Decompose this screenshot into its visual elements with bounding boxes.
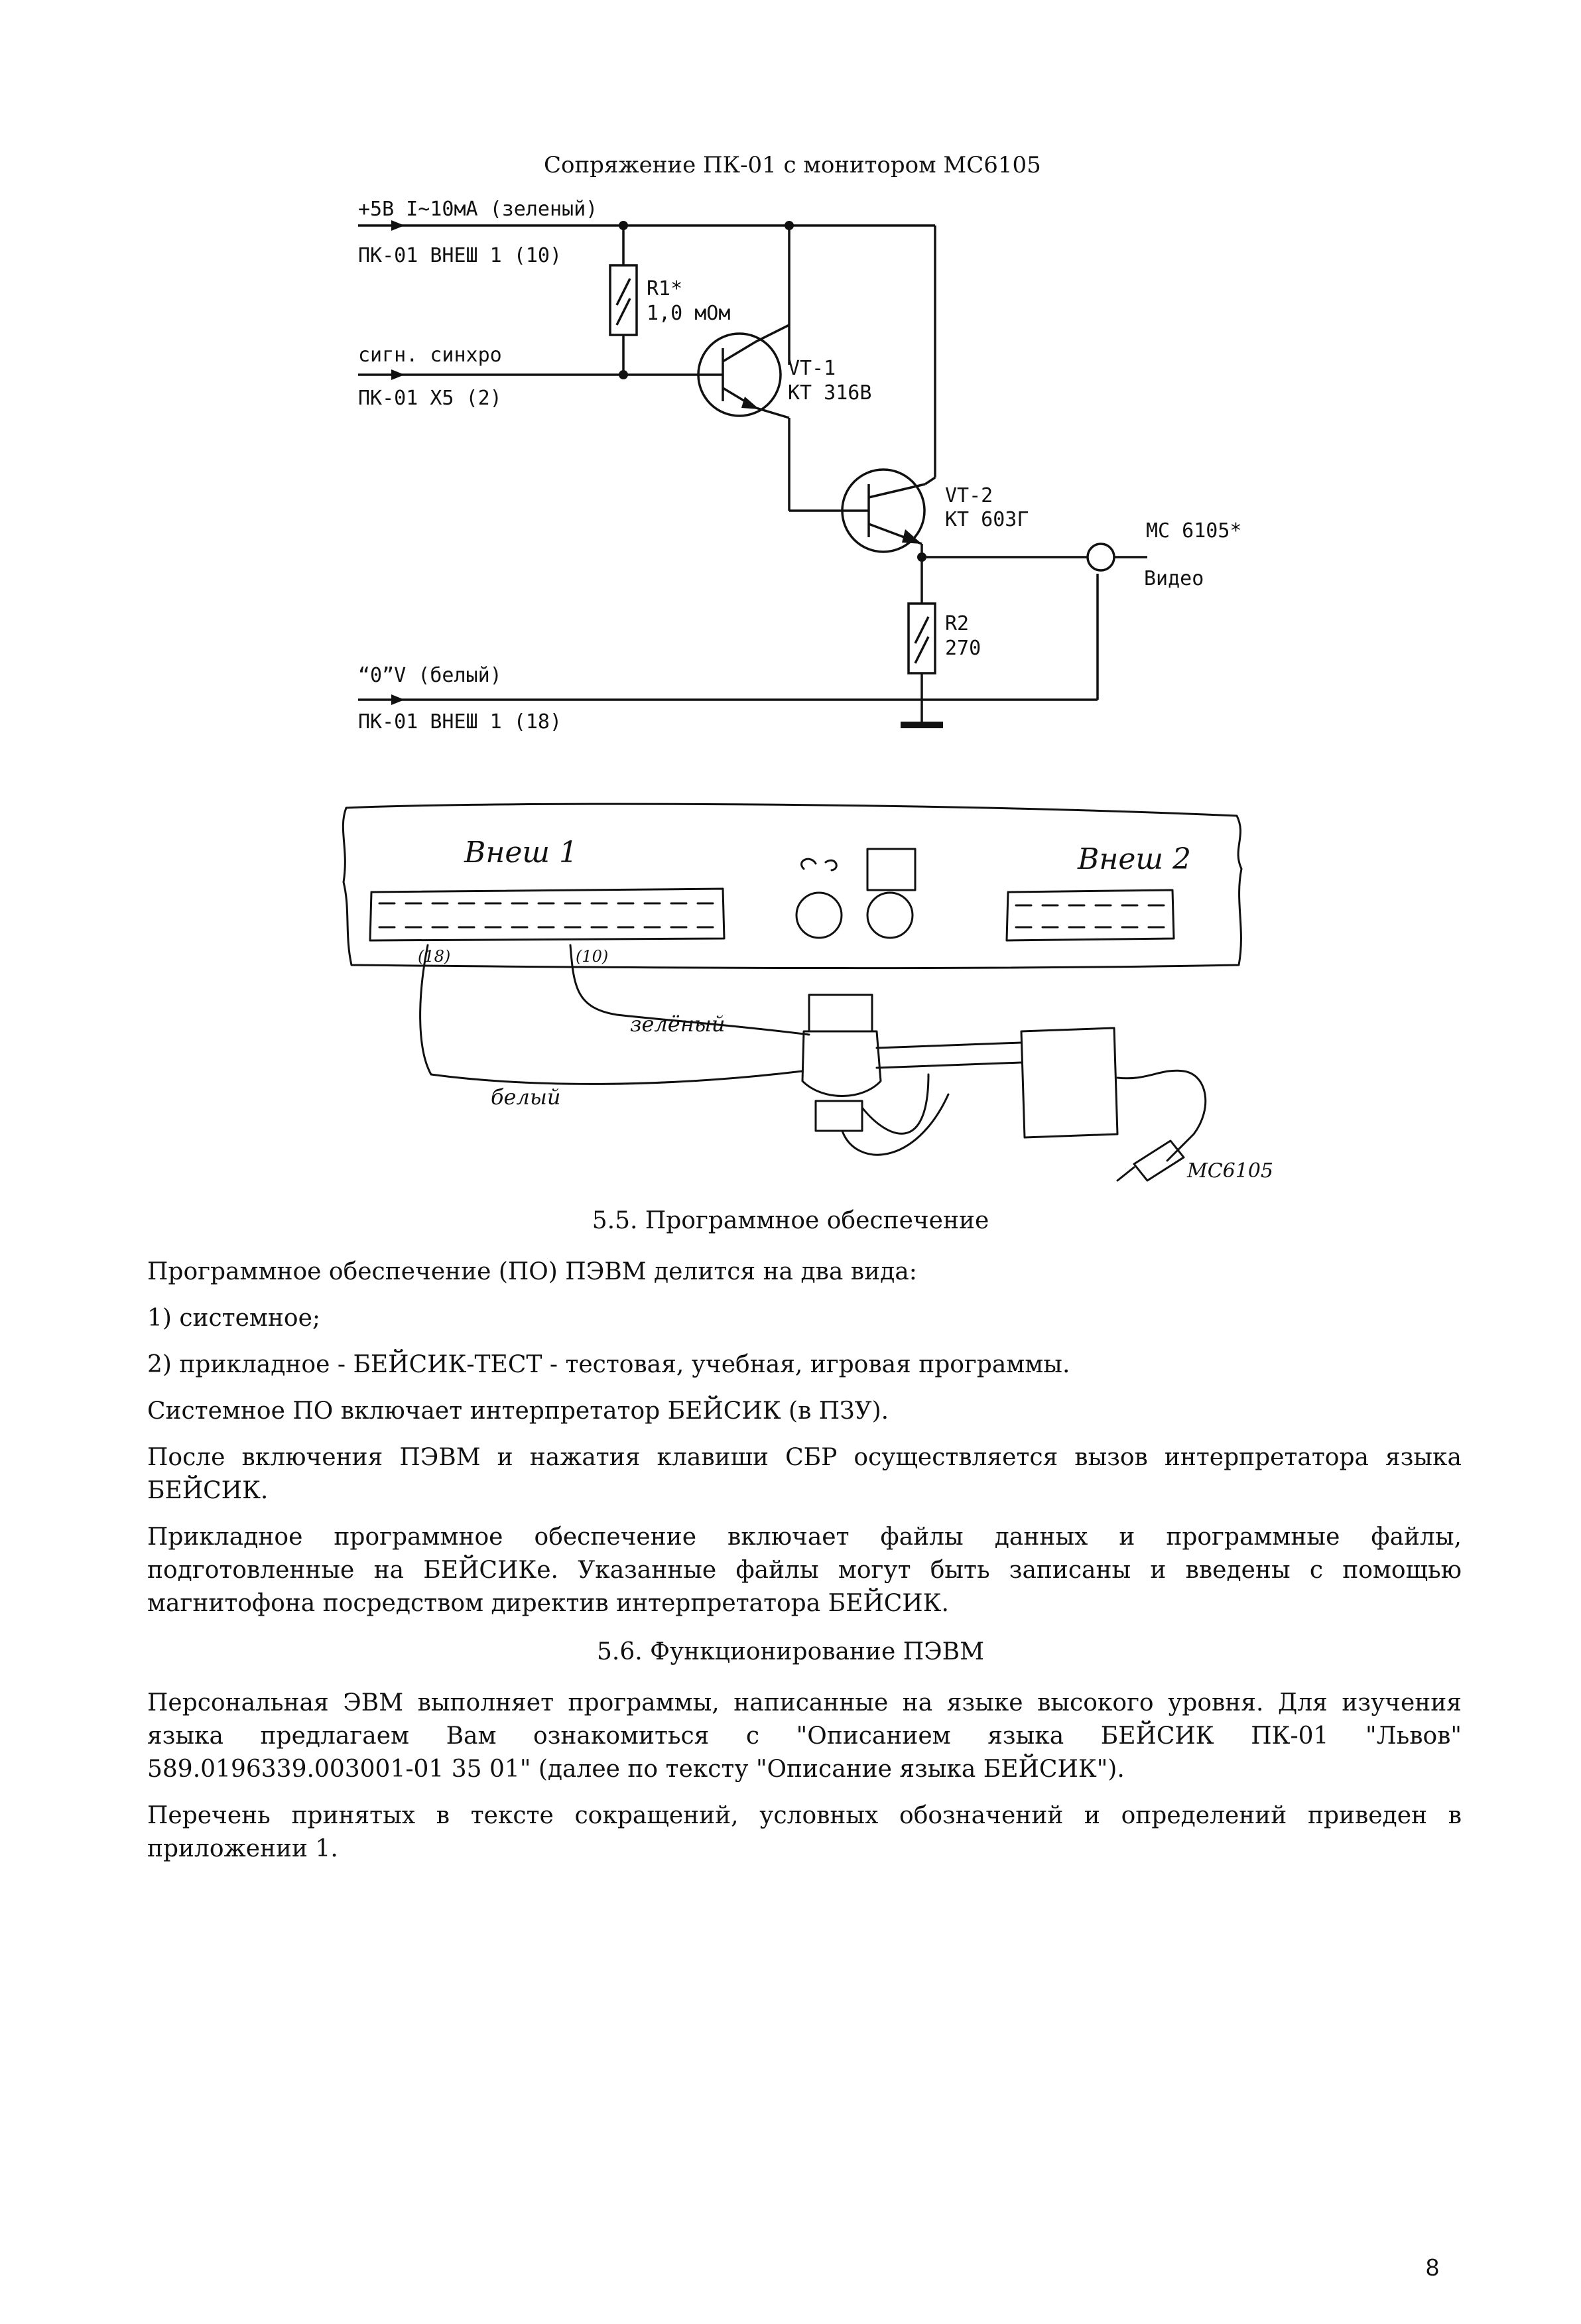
paragraph: Перечень принятых в тексте сокращений, у… bbox=[147, 1802, 1462, 1862]
connector-ext1 bbox=[369, 887, 726, 942]
output-plug bbox=[1133, 1139, 1185, 1182]
schematic-title: Сопряжение ПК-01 с монитором МС6105 bbox=[544, 152, 1041, 178]
vt1-emitter-arrow bbox=[741, 397, 759, 409]
socket-symbol-mark bbox=[800, 858, 838, 871]
monitor-label: МС6105 bbox=[1186, 1159, 1273, 1183]
coax-plug-top bbox=[808, 994, 873, 1033]
computer-rear-panel bbox=[342, 803, 1243, 970]
r2-name: R2 bbox=[945, 612, 969, 635]
paragraph: 2) прикладное - БЕЙСИК-ТЕСТ - тестовая, … bbox=[147, 1351, 1070, 1378]
dip-switch-block bbox=[866, 848, 917, 891]
green-wire bbox=[569, 944, 810, 1036]
vt2-type: КТ 603Г bbox=[945, 508, 1029, 531]
vt2-emitter-arrow bbox=[902, 529, 922, 544]
input-power-label: +5В I~10мА (зеленый) bbox=[358, 198, 598, 221]
r2-value: 270 bbox=[945, 637, 981, 660]
white-wire bbox=[419, 944, 804, 1085]
section-5-5-title: 5.5. Программное обеспечение bbox=[592, 1207, 989, 1234]
paragraph: Персональная ЭВМ выполняет программы, на… bbox=[147, 1689, 1462, 1783]
paragraph: 1) системное; bbox=[147, 1305, 321, 1332]
output-cable bbox=[1116, 1069, 1207, 1162]
r1-value: 1,0 мОм bbox=[647, 302, 730, 325]
resistor-r1 bbox=[609, 264, 638, 336]
pin-10-label: (10) bbox=[576, 947, 608, 966]
input-ground-pin: ПК-01 ВНЕШ 1 (18) bbox=[358, 710, 562, 734]
coax-plug-body bbox=[801, 1030, 882, 1097]
vt2-name: VT-2 bbox=[945, 484, 993, 507]
green-wire-label: зелёный bbox=[630, 1011, 725, 1037]
circuit-schematic: Сопряжение ПК-01 с монитором МС6105 bbox=[358, 152, 1242, 734]
input-arrows bbox=[391, 220, 405, 705]
circuit-wires bbox=[358, 224, 1147, 723]
paragraph: После включения ПЭВМ и нажатия клавиши С… bbox=[147, 1444, 1462, 1504]
input-sync-label: сигн. синхро bbox=[358, 344, 502, 367]
paragraph: Прикладное программное обеспечение включ… bbox=[147, 1523, 1462, 1617]
white-wire-label: белый bbox=[491, 1084, 561, 1110]
output-connector-icon bbox=[1086, 543, 1115, 572]
ground-symbol bbox=[901, 722, 943, 728]
coax-plug-tip bbox=[814, 1100, 863, 1132]
junction-dots bbox=[619, 221, 926, 562]
paragraph: Системное ПО включает интерпретатор БЕЙС… bbox=[147, 1397, 889, 1425]
output-signal: Видео bbox=[1144, 567, 1204, 590]
round-socket-2 bbox=[866, 891, 914, 939]
paragraph: Программное обеспечение (ПО) ПЭВМ делитс… bbox=[147, 1258, 917, 1285]
resistor-r2 bbox=[907, 602, 936, 675]
connector1-label: Внеш 1 bbox=[464, 836, 578, 870]
coax-loop bbox=[841, 1073, 950, 1156]
output-plug-pin bbox=[1116, 1166, 1135, 1182]
vt1-name: VT-1 bbox=[788, 357, 836, 380]
hand-drawn-connection-sketch: Внеш 1 Внеш 2 (18) (10) зелёный белый МС… bbox=[342, 803, 1273, 1183]
adapter-box bbox=[1020, 1027, 1119, 1139]
round-socket-1 bbox=[795, 891, 843, 939]
input-power-pin: ПК-01 ВНЕШ 1 (10) bbox=[358, 244, 562, 267]
r1-name: R1* bbox=[647, 277, 682, 300]
connector2-label: Внеш 2 bbox=[1077, 842, 1191, 876]
input-sync-pin: ПК-01 Х5 (2) bbox=[358, 387, 502, 410]
input-ground-label: “0”V (белый) bbox=[358, 664, 502, 687]
page-number: 8 bbox=[1426, 2254, 1440, 2281]
section-5-6-title: 5.6. Функционирование ПЭВМ bbox=[597, 1638, 984, 1665]
connector-ext2 bbox=[1005, 889, 1175, 942]
coax-cable bbox=[875, 1041, 1023, 1069]
output-device: МС 6105* bbox=[1146, 519, 1242, 543]
vt1-type: КТ 316В bbox=[788, 381, 871, 405]
pin-18-label: (18) bbox=[418, 947, 450, 966]
